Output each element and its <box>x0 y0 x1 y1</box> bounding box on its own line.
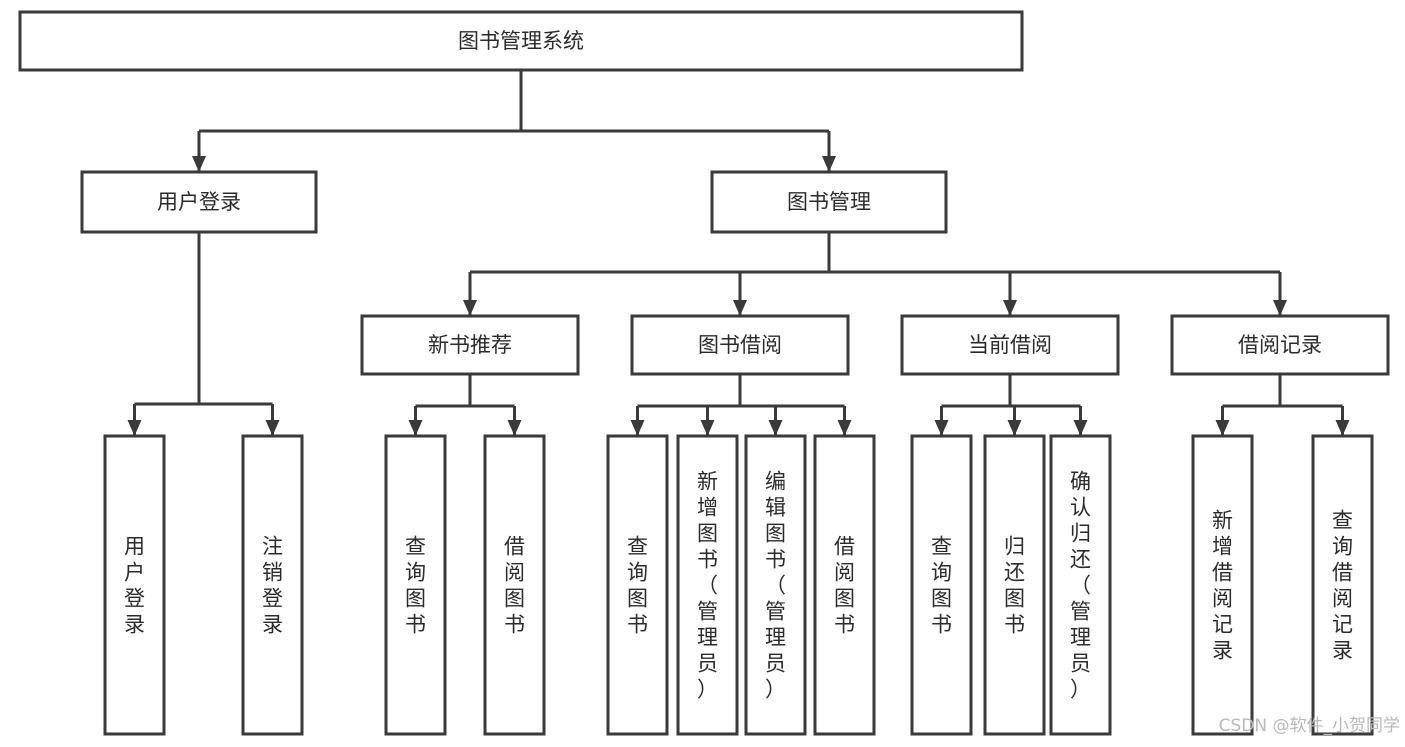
node-label-leaf-user-login: 用户登录 <box>124 534 145 636</box>
nodes-layer: 图书管理系统用户登录图书管理新书推荐图书借阅当前借阅借阅记录用户登录注销登录查询… <box>18 10 1390 736</box>
node-label-leaf-add-borrow-record: 新增借阅记录 <box>1212 508 1233 662</box>
node-box-leaf-logout <box>241 434 304 736</box>
arrow-head-icon <box>265 420 280 436</box>
node-label-leaf-query-book-borrow: 查询图书 <box>627 534 648 636</box>
node-box-borrow-record <box>1170 314 1390 376</box>
node-leaf-query-book-current[interactable]: 查询图书 <box>910 434 973 736</box>
arrow-head-icon <box>1273 300 1287 316</box>
node-box-new-book-recommend <box>360 314 580 376</box>
node-leaf-query-book-borrow[interactable]: 查询图书 <box>606 434 669 736</box>
arrow-head-icon <box>934 420 949 436</box>
node-box-leaf-confirm-return-admin <box>1049 434 1112 736</box>
arrow-head-icon <box>1003 300 1017 316</box>
arrow-head-icon <box>630 420 645 436</box>
node-label-book-management: 图书管理 <box>787 190 871 214</box>
node-label-user-login: 用户登录 <box>157 190 241 214</box>
node-system-root[interactable]: 图书管理系统 <box>18 10 1024 72</box>
arrow-head-icon <box>507 420 522 436</box>
arrow-head-icon <box>1073 420 1088 436</box>
node-box-leaf-add-book-admin <box>676 434 739 736</box>
arrow-head-icon <box>1335 420 1350 436</box>
node-box-leaf-query-book-current <box>910 434 973 736</box>
node-leaf-borrow-book-rec[interactable]: 借阅图书 <box>483 434 546 736</box>
arrow-head-icon <box>463 300 477 316</box>
node-box-system-root <box>18 10 1024 72</box>
node-label-leaf-borrow-book-rec: 借阅图书 <box>504 534 525 636</box>
node-label-leaf-logout: 注销登录 <box>262 534 283 636</box>
node-leaf-query-book-rec[interactable]: 查询图书 <box>384 434 447 736</box>
node-box-leaf-query-book-rec <box>384 434 447 736</box>
node-leaf-edit-book-admin[interactable]: 编辑图书（管理员） <box>744 434 807 736</box>
arrow-head-icon <box>192 156 206 172</box>
arrow-head-icon <box>768 420 783 436</box>
node-current-borrow[interactable]: 当前借阅 <box>900 314 1120 376</box>
node-user-login[interactable]: 用户登录 <box>80 170 318 234</box>
node-box-leaf-user-login <box>103 434 166 736</box>
node-new-book-recommend[interactable]: 新书推荐 <box>360 314 580 376</box>
node-box-book-borrow <box>630 314 850 376</box>
node-label-current-borrow: 当前借阅 <box>968 333 1052 357</box>
arrow-head-icon <box>408 420 423 436</box>
node-box-current-borrow <box>900 314 1120 376</box>
node-label-borrow-record: 借阅记录 <box>1238 333 1322 357</box>
node-label-leaf-query-book-current: 查询图书 <box>931 534 952 636</box>
node-leaf-borrow-book[interactable]: 借阅图书 <box>813 434 876 736</box>
node-leaf-query-borrow-record[interactable]: 查询借阅记录 <box>1311 434 1374 736</box>
node-box-leaf-query-book-borrow <box>606 434 669 736</box>
node-leaf-confirm-return-admin[interactable]: 确认归还（管理员） <box>1049 434 1112 736</box>
node-label-leaf-add-book-admin: 新增图书（管理员） <box>697 469 718 701</box>
arrow-head-icon <box>837 420 852 436</box>
node-leaf-user-login[interactable]: 用户登录 <box>103 434 166 736</box>
connectors-layer <box>127 70 1350 436</box>
node-box-leaf-edit-book-admin <box>744 434 807 736</box>
node-box-leaf-return-book <box>983 434 1046 736</box>
node-borrow-record[interactable]: 借阅记录 <box>1170 314 1390 376</box>
node-label-leaf-query-book-rec: 查询图书 <box>405 534 426 636</box>
watermark: CSDN @软件_小贺同学 <box>1219 716 1400 736</box>
node-box-leaf-add-borrow-record <box>1191 434 1254 736</box>
node-label-leaf-edit-book-admin: 编辑图书（管理员） <box>765 469 786 701</box>
node-label-leaf-confirm-return-admin: 确认归还（管理员） <box>1070 469 1091 701</box>
node-label-new-book-recommend: 新书推荐 <box>428 333 512 357</box>
node-box-leaf-borrow-book-rec <box>483 434 546 736</box>
node-box-leaf-borrow-book <box>813 434 876 736</box>
node-box-user-login <box>80 170 318 234</box>
arrow-head-icon <box>700 420 715 436</box>
node-leaf-logout[interactable]: 注销登录 <box>241 434 304 736</box>
node-book-borrow[interactable]: 图书借阅 <box>630 314 850 376</box>
node-leaf-return-book[interactable]: 归还图书 <box>983 434 1046 736</box>
node-label-book-borrow: 图书借阅 <box>698 333 782 357</box>
arrow-head-icon <box>822 156 836 172</box>
arrow-head-icon <box>733 300 747 316</box>
node-label-system-root: 图书管理系统 <box>458 29 584 53</box>
node-leaf-add-book-admin[interactable]: 新增图书（管理员） <box>676 434 739 736</box>
node-leaf-add-borrow-record[interactable]: 新增借阅记录 <box>1191 434 1254 736</box>
node-label-leaf-query-borrow-record: 查询借阅记录 <box>1332 508 1353 662</box>
arrow-head-icon <box>1007 420 1022 436</box>
arrow-head-icon <box>127 420 142 436</box>
node-box-book-management <box>710 170 948 234</box>
node-book-management[interactable]: 图书管理 <box>710 170 948 234</box>
node-label-leaf-borrow-book: 借阅图书 <box>834 534 855 636</box>
node-label-leaf-return-book: 归还图书 <box>1004 534 1025 636</box>
arrow-head-icon <box>1215 420 1230 436</box>
node-box-leaf-query-borrow-record <box>1311 434 1374 736</box>
